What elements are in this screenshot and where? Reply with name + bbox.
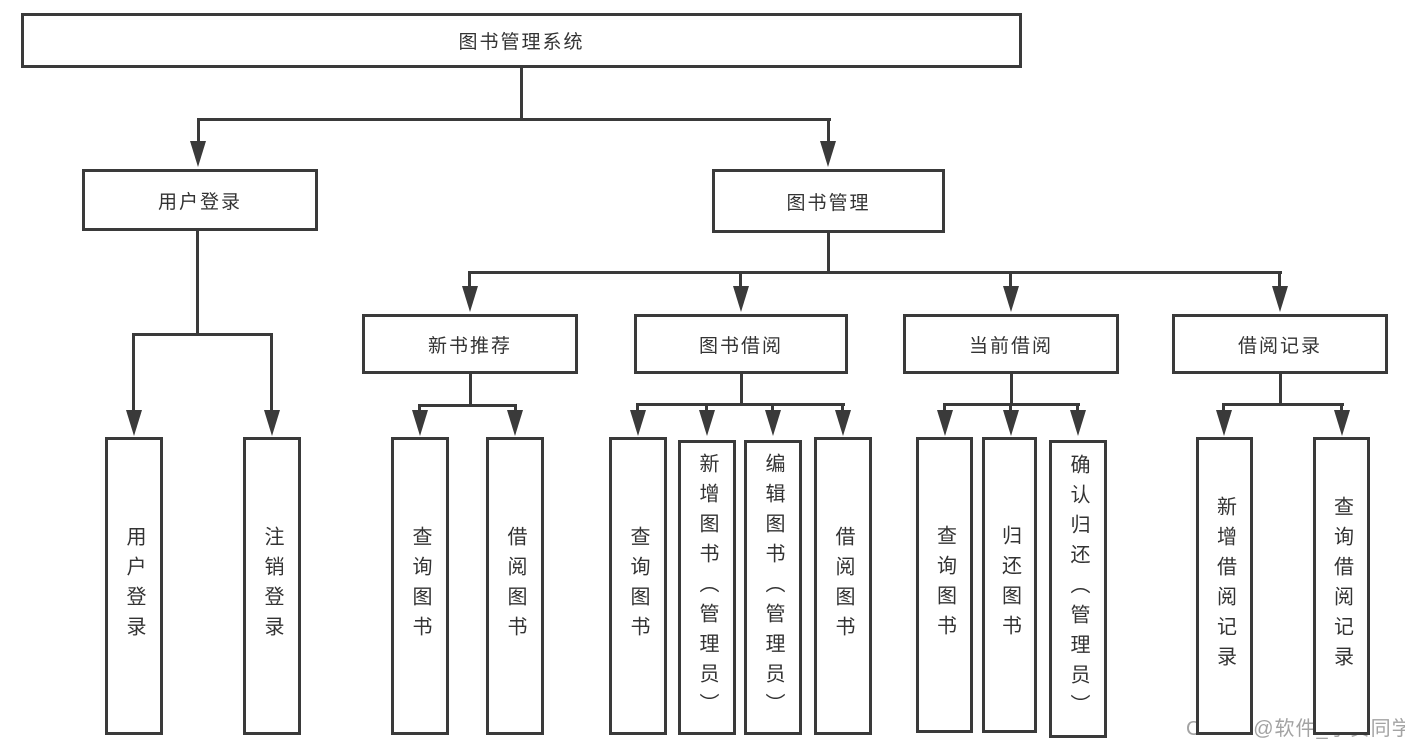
node-label: 查询借阅记录	[1330, 496, 1353, 676]
node-label: 注销登录	[261, 526, 283, 646]
arrow-down-icon	[1216, 410, 1232, 436]
node-label: 查询图书	[409, 526, 431, 646]
node-borrowing-add-books-admin: 新增图书（管理员）	[678, 440, 736, 735]
arrow-down-icon	[1070, 410, 1086, 436]
node-login-user-login: 用户登录	[105, 437, 163, 735]
connector-line	[1076, 403, 1079, 414]
connector-line	[1222, 403, 1225, 414]
connector-line	[514, 404, 517, 414]
node-records-query-borrow-record: 查询借阅记录	[1313, 437, 1370, 735]
node-records-add-borrow-record: 新增借阅记录	[1196, 437, 1253, 735]
connector-line	[1222, 403, 1344, 406]
node-label: 借阅图书	[832, 526, 854, 646]
arrow-down-icon	[630, 410, 646, 436]
node-user-login: 用户登录	[82, 169, 318, 231]
connector-line	[468, 271, 471, 291]
arrow-down-icon	[264, 410, 280, 436]
node-root-library-system: 图书管理系统	[21, 13, 1022, 68]
arrow-down-icon	[1334, 410, 1350, 436]
connector-line	[705, 403, 708, 414]
arrow-down-icon	[835, 410, 851, 436]
arrow-down-icon	[126, 410, 142, 436]
connector-line	[1340, 403, 1343, 414]
node-borrowing-edit-books-admin: 编辑图书（管理员）	[744, 440, 802, 735]
arrow-down-icon	[1272, 286, 1288, 312]
connector-line	[1010, 374, 1013, 405]
connector-line	[132, 333, 273, 336]
arrow-down-icon	[507, 410, 523, 436]
node-label: 图书借阅	[698, 335, 783, 357]
connector-line	[771, 403, 774, 414]
connector-line	[270, 333, 273, 413]
node-label: 图书管理	[786, 192, 871, 214]
node-recommend-borrow-books: 借阅图书	[486, 437, 544, 735]
node-label: 查询图书	[933, 525, 956, 645]
node-label: 新书推荐	[427, 335, 512, 357]
node-book-borrowing: 图书借阅	[634, 314, 848, 374]
node-label: 新增图书（管理员）	[696, 452, 718, 723]
arrow-down-icon	[699, 410, 715, 436]
node-current-query-books: 查询图书	[916, 437, 973, 733]
node-label: 借阅记录	[1237, 335, 1322, 357]
node-recommend-query-books: 查询图书	[391, 437, 449, 735]
node-borrowing-records: 借阅记录	[1172, 314, 1388, 374]
connector-line	[739, 271, 742, 291]
node-current-borrowing: 当前借阅	[903, 314, 1119, 374]
connector-line	[1278, 271, 1281, 291]
connector-line	[841, 403, 844, 414]
arrow-down-icon	[1003, 286, 1019, 312]
connector-line	[1279, 374, 1282, 405]
connector-line	[469, 374, 472, 406]
connector-line	[636, 403, 845, 406]
connector-line	[943, 403, 946, 414]
node-label: 用户登录	[157, 191, 242, 213]
arrow-down-icon	[733, 286, 749, 312]
node-label: 新增借阅记录	[1213, 496, 1236, 676]
node-current-return-books: 归还图书	[982, 437, 1037, 733]
connector-line	[132, 333, 135, 413]
connector-line	[197, 118, 831, 121]
arrow-down-icon	[462, 286, 478, 312]
arrow-down-icon	[765, 410, 781, 436]
connector-line	[827, 233, 830, 273]
node-book-management: 图书管理	[712, 169, 945, 233]
connector-line	[418, 404, 421, 414]
connector-line	[520, 68, 523, 120]
arrow-down-icon	[1003, 410, 1019, 436]
connector-line	[1009, 403, 1012, 414]
node-label: 当前借阅	[968, 335, 1053, 357]
arrow-down-icon	[412, 410, 428, 436]
node-label: 图书管理系统	[458, 32, 585, 53]
node-login-logout: 注销登录	[243, 437, 301, 735]
connector-line	[740, 374, 743, 405]
node-borrowing-query-books: 查询图书	[609, 437, 667, 735]
node-new-book-recommend: 新书推荐	[362, 314, 578, 374]
node-label: 用户登录	[123, 526, 145, 646]
node-label: 借阅图书	[504, 526, 526, 646]
connector-line	[196, 231, 199, 335]
connector-line	[827, 118, 830, 144]
node-current-confirm-return-admin: 确认归还（管理员）	[1049, 440, 1107, 738]
connector-line	[468, 271, 1282, 274]
connector-line	[636, 403, 639, 414]
node-borrowing-borrow-books: 借阅图书	[814, 437, 872, 735]
arrow-down-icon	[190, 141, 206, 167]
arrow-down-icon	[820, 141, 836, 167]
node-label: 归还图书	[998, 525, 1021, 645]
arrow-down-icon	[937, 410, 953, 436]
connector-line	[197, 118, 200, 144]
node-label: 确认归还（管理员）	[1067, 454, 1089, 724]
node-label: 查询图书	[627, 526, 649, 646]
node-label: 编辑图书（管理员）	[762, 452, 784, 723]
connector-line	[418, 404, 517, 407]
connector-line	[1009, 271, 1012, 291]
